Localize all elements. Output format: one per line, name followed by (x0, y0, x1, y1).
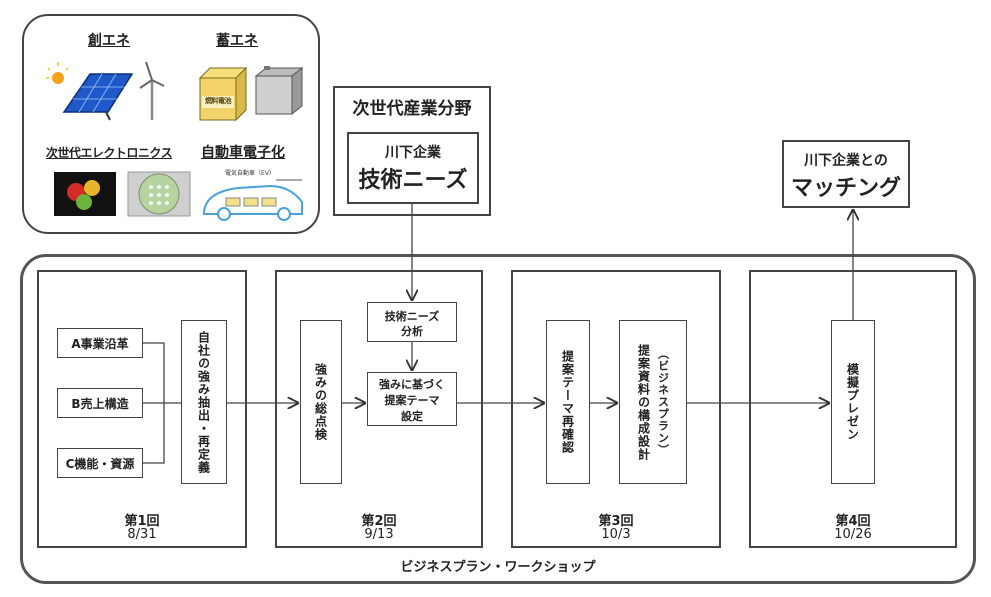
energy-panel: 創エネ 蓄エネ 燃料電池 次世代エレクトロニクス 自動車電子化 (22, 14, 320, 234)
proposal-design-main: 提案資料の構成設計 (636, 343, 651, 461)
ev-diagram-image (202, 179, 303, 221)
session-3-date: 10/3 (601, 527, 631, 542)
technical-needs-box (347, 132, 479, 204)
session-3-label: 第3回 (598, 514, 634, 529)
functions-resources-box: C機能・資源 (57, 448, 143, 478)
mock-presentation-box: 模擬プレゼン (831, 320, 875, 484)
display-wafer-image (54, 171, 191, 217)
ev-label: 電気自動車（EV） (225, 170, 275, 177)
fuel-cell-battery-image (198, 66, 304, 122)
session-1-date: 8/31 (127, 527, 157, 542)
session-1-label: 第1回 (124, 514, 160, 529)
matching-box (782, 140, 910, 208)
downstream-companies-label: 川下企業 (385, 145, 441, 161)
proposal-design-sub: （ビジネスプラン） (656, 348, 670, 456)
proposal-theme-line3: 設定 (401, 410, 423, 423)
session-2-date: 9/13 (364, 527, 394, 542)
sales-structure-box: B売上構造 (57, 388, 143, 418)
theme-reconfirm-box: 提案テーマ再確認 (546, 320, 590, 484)
needs-analysis-line1: 技術ニーズ (384, 310, 440, 323)
proposal-design-box: （ビジネスプラン） 提案資料の構成設計 (619, 320, 687, 484)
workshop-title: ビジネスプラン・ワークショップ (400, 560, 596, 575)
store-energy-label: 蓄エネ (216, 33, 258, 49)
next-gen-industry-title: 次世代産業分野 (352, 99, 472, 119)
strength-review-box: 強みの総点検 (300, 320, 342, 484)
proposal-theme-line1: 強みに基づく (379, 378, 445, 391)
session-3-box (511, 270, 721, 548)
session-4-label: 第4回 (835, 514, 871, 529)
needs-analysis-box (367, 302, 457, 342)
next-gen-electronics-label: 次世代エレクトロニクス (45, 146, 173, 160)
business-history-box: A事業沿革 (57, 328, 143, 358)
proposal-theme-line2: 提案テーマ (384, 394, 440, 407)
needs-analysis-line2: 分析 (401, 325, 423, 338)
technical-needs-label: 技術ニーズ (358, 168, 468, 193)
session-4-date: 10/26 (834, 527, 872, 542)
fuel-cell-label: 燃料電池 (205, 97, 232, 105)
matching-line2: マッチング (790, 176, 901, 201)
proposal-theme-box (367, 372, 457, 426)
vehicle-electrification-label: 自動車電子化 (201, 145, 285, 161)
solar-wind-image (46, 61, 165, 121)
matching-line1: 川下企業との (804, 153, 888, 169)
create-energy-label: 創エネ (88, 33, 130, 49)
session-2-label: 第2回 (361, 514, 397, 529)
strength-extraction-box: 自社の強み抽出・再定義 (181, 320, 227, 484)
